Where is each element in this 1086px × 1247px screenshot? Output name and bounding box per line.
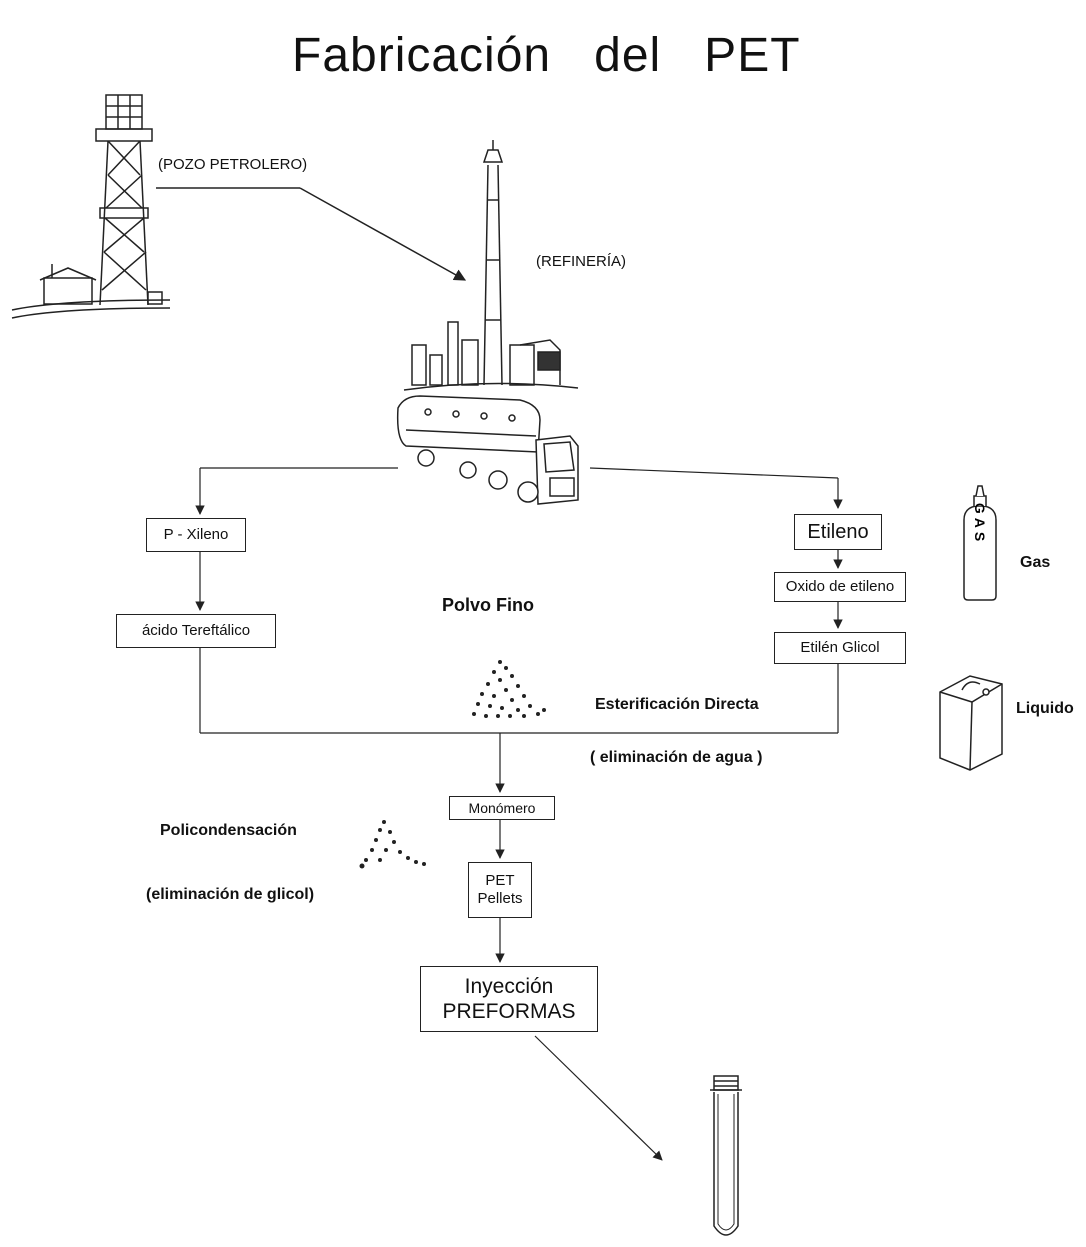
- p-xileno-box: P - Xileno: [146, 518, 246, 552]
- liquid-label: Liquido: [1016, 700, 1074, 718]
- monomero-box: Monómero: [449, 796, 555, 820]
- inyeccion-preformas-box: Inyección PREFORMAS: [420, 966, 598, 1032]
- small-powder-pile-icon: [360, 820, 427, 869]
- water-elimination-note: ( eliminación de agua ): [590, 749, 762, 767]
- tanker-truck-icon: [398, 396, 578, 504]
- oil-well-label: (POZO PETROLERO): [158, 156, 307, 173]
- gas-label: Gas: [1020, 554, 1050, 572]
- refinery-label: (REFINERÍA): [536, 253, 626, 270]
- gas-cylinder-text: GAS: [972, 503, 988, 545]
- pet-pellets-line1: PET: [485, 872, 514, 890]
- polycondensation-label: Policondensación: [160, 822, 297, 840]
- inyeccion-line2: PREFORMAS: [442, 999, 575, 1024]
- liquid-container-icon: [940, 676, 1002, 770]
- powder-label: Polvo Fino: [442, 595, 534, 616]
- pet-pellets-line2: Pellets: [477, 890, 522, 908]
- pet-pellets-box: PET Pellets: [468, 862, 532, 918]
- esterification-label: Esterificación Directa: [595, 696, 759, 714]
- preform-icon: [710, 1076, 742, 1235]
- oxido-de-etileno-box: Oxido de etileno: [774, 572, 906, 602]
- powder-pile-icon: [472, 660, 546, 718]
- etileno-box: Etileno: [794, 514, 882, 550]
- glycol-elimination-note: (eliminación de glicol): [146, 886, 314, 904]
- acido-tereftalico-box: ácido Tereftálico: [116, 614, 276, 648]
- inyeccion-line1: Inyección: [465, 974, 554, 999]
- etilen-glicol-box: Etilén Glicol: [774, 632, 906, 664]
- oil-well-icon: [12, 95, 170, 318]
